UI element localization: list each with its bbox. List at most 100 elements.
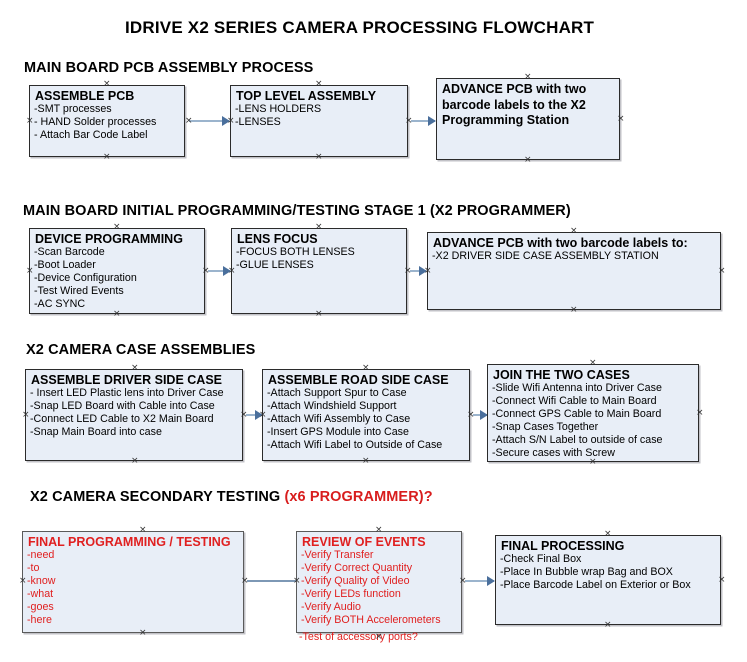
resize-handle-bottom[interactable] [113,311,120,318]
list-item: -Connect LED Cable to X2 Main Board [30,413,214,426]
resize-handle-bottom[interactable] [604,622,611,629]
connector-handle[interactable] [185,118,192,125]
node-item-list: -FOCUS BOTH LENSES -GLUE LENSES [232,246,406,272]
section-heading-2: MAIN BOARD INITIAL PROGRAMMING/TESTING S… [23,203,571,219]
node-title: ASSEMBLE DRIVER SIDE CASE [31,373,223,387]
resize-handle-top[interactable] [375,527,382,534]
node-title: FINAL PROGRAMMING / TESTING [28,535,231,549]
section-heading-3: X2 CAMERA CASE ASSEMBLIES [26,342,256,358]
arrow-head-icon [487,576,495,586]
list-item: -Verify BOTH Accelerometers [301,614,441,627]
list-item: -Verify Audio [301,601,362,614]
node-device-programming[interactable]: DEVICE PROGRAMMING -Scan Barcode -Boot L… [29,228,205,314]
list-item: -here [27,614,52,627]
list-item: -Boot Loader [34,259,96,272]
resize-handle-top[interactable] [570,228,577,235]
list-item: -LENS HOLDERS [235,103,322,115]
resize-handle-left[interactable] [293,578,300,585]
list-item: -LENSES [235,116,281,129]
list-item: -Scan Barcode [34,246,105,258]
node-assemble-driver-side-case[interactable]: ASSEMBLE DRIVER SIDE CASE - Insert LED P… [25,369,243,461]
node-join-the-two-cases[interactable]: JOIN THE TWO CASES -Slide Wifi Antenna i… [487,364,699,462]
resize-handle-left[interactable] [424,268,431,275]
list-item: -Verify Transfer [301,549,374,561]
list-item: -Attach Wifi Label to Outside of Case [267,439,443,452]
connector-arrow [411,116,436,126]
node-assemble-pcb[interactable]: ASSEMBLE PCB -SMT processes - HAND Solde… [29,85,185,157]
resize-handle-bottom[interactable] [103,154,110,161]
resize-handle-bottom[interactable] [131,458,138,465]
resize-handle-left[interactable] [22,412,29,419]
node-review-of-events[interactable]: REVIEW OF EVENTS -Verify Transfer -Verif… [296,531,462,633]
node-advance-pcb-to-programming-station[interactable]: ADVANCE PCB with two barcode labels to t… [436,78,620,160]
list-item: -Verify LEDs function [301,588,401,601]
connector-line [247,580,297,582]
resize-handle-top[interactable] [589,360,596,367]
list-item: -Connect Wifi Cable to Main Board [492,395,657,408]
list-item: -need [27,549,55,561]
resize-handle-right[interactable] [718,577,725,584]
section-heading-4-accent: (x6 PROGRAMMER)? [284,489,433,505]
connector-arrow [465,576,495,586]
list-item: -Insert GPS Module into Case [267,426,409,439]
resize-handle-top[interactable] [139,527,146,534]
node-item-list: -LENS HOLDERS -LENSES [231,103,407,129]
resize-handle-left[interactable] [26,268,33,275]
node-title: ASSEMBLE ROAD SIDE CASE [268,373,449,387]
node-item-list: -SMT processes - HAND Solder processes -… [30,103,184,142]
list-item: -what [27,588,54,601]
connector-arrow [208,266,231,276]
resize-handle-bottom[interactable] [362,458,369,465]
connector-arrow [410,266,427,276]
resize-handle-bottom[interactable] [589,459,596,466]
resize-handle-top[interactable] [604,531,611,538]
arrow-head-icon [480,410,488,420]
arrow-head-icon [222,116,230,126]
resize-handle-top[interactable] [362,365,369,372]
page-title: IDRIVE X2 SERIES CAMERA PROCESSING FLOWC… [125,18,595,37]
node-title: ADVANCE PCB with two barcode labels to: [433,236,688,250]
list-item: -to [27,562,40,575]
resize-handle-right[interactable] [617,116,624,123]
list-item: -Verify Quality of Video [301,575,410,588]
resize-handle-top[interactable] [131,365,138,372]
resize-handle-left[interactable] [227,118,234,125]
list-item: -Attach Support Spur to Case [267,387,407,399]
node-item-list: -Verify Transfer -Verify Correct Quantit… [297,549,461,627]
resize-handle-right[interactable] [696,410,703,417]
resize-handle-top[interactable] [113,224,120,231]
connector-arrow [473,410,488,420]
resize-handle-left[interactable] [228,268,235,275]
connector-arrow [189,116,230,126]
resize-handle-left[interactable] [19,578,26,585]
node-assemble-road-side-case[interactable]: ASSEMBLE ROAD SIDE CASE -Attach Support … [262,369,470,461]
resize-handle-bottom[interactable] [315,154,322,161]
list-item: -Snap Cases Together [492,421,599,434]
overflow-list-item: -Test of accessory ports? [299,631,418,643]
node-title: FINAL PROCESSING [501,539,625,553]
node-advance-pcb-to-driver-side-case[interactable]: ADVANCE PCB with two barcode labels to: … [427,232,721,310]
resize-handle-top[interactable] [103,81,110,88]
node-lens-focus[interactable]: LENS FOCUS -FOCUS BOTH LENSES -GLUE LENS… [231,228,407,314]
resize-handle-bottom[interactable] [375,634,382,641]
section-heading-1: MAIN BOARD PCB ASSEMBLY PROCESS [24,60,314,76]
resize-handle-bottom[interactable] [315,311,322,318]
list-item: -Check Final Box [500,553,582,565]
resize-handle-top[interactable] [315,81,322,88]
node-title: REVIEW OF EVENTS [302,535,426,549]
resize-handle-top[interactable] [524,74,531,81]
node-final-processing[interactable]: FINAL PROCESSING -Check Final Box -Place… [495,535,721,625]
list-item: -Test Wired Events [34,285,124,298]
node-final-programming-testing[interactable]: FINAL PROGRAMMING / TESTING -need -to -k… [22,531,244,633]
resize-handle-bottom[interactable] [570,307,577,314]
list-item: -Connect GPS Cable to Main Board [492,408,662,421]
resize-handle-left[interactable] [259,412,266,419]
resize-handle-bottom[interactable] [139,630,146,637]
resize-handle-left[interactable] [26,118,33,125]
node-title: JOIN THE TWO CASES [493,368,630,382]
resize-handle-top[interactable] [315,224,322,231]
node-top-level-assembly[interactable]: TOP LEVEL ASSEMBLY -LENS HOLDERS -LENSES [230,85,408,157]
list-item: - Attach Bar Code Label [34,129,148,142]
resize-handle-bottom[interactable] [524,157,531,164]
resize-handle-right[interactable] [718,268,725,275]
